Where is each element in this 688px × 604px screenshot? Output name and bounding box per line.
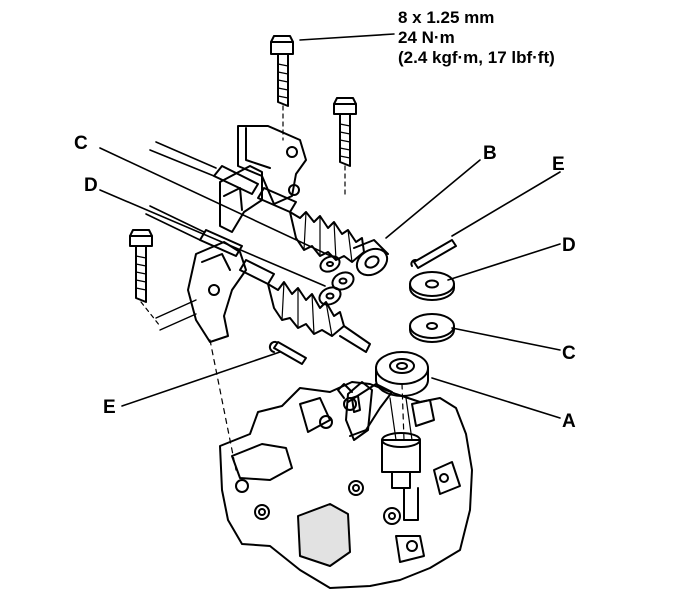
cable-upper <box>149 141 389 277</box>
mount-bolt-top <box>270 35 294 141</box>
alignment-lines <box>209 339 405 471</box>
cable-bracket-upper <box>219 125 307 233</box>
torque-spec: 8 x 1.25 mm 24 N·m (2.4 kgf·m, 17 lbf·ft… <box>398 8 555 68</box>
label-e-right: E <box>552 154 565 175</box>
label-c-left: C <box>74 133 88 154</box>
washers-upper <box>319 255 355 291</box>
label-d-right: D <box>562 235 576 256</box>
label-a: A <box>562 411 576 432</box>
torque-nm-text: 24 N·m <box>398 28 455 47</box>
washer-c-exploded <box>409 313 455 343</box>
bolt-size-text: 8 x 1.25 mm <box>398 8 495 27</box>
cotter-pin-upper <box>410 239 457 269</box>
label-c-right: C <box>562 343 576 364</box>
shift-lever-arm <box>337 383 393 437</box>
transmission-housing <box>219 381 473 589</box>
label-e-left: E <box>103 397 116 418</box>
cable-lower <box>145 205 371 353</box>
label-d-left: D <box>84 175 98 196</box>
label-b: B <box>483 143 497 164</box>
mount-bolt-left <box>129 229 161 327</box>
torque-alt-text: (2.4 kgf·m, 17 lbf·ft) <box>398 48 555 67</box>
washer-d-exploded <box>409 271 455 301</box>
cotter-pin-lower <box>268 340 307 365</box>
leader-lines <box>99 33 561 419</box>
washers-lower <box>318 286 342 306</box>
mount-bolt-upper-right <box>333 97 357 197</box>
cable-bracket-lower <box>155 241 247 343</box>
